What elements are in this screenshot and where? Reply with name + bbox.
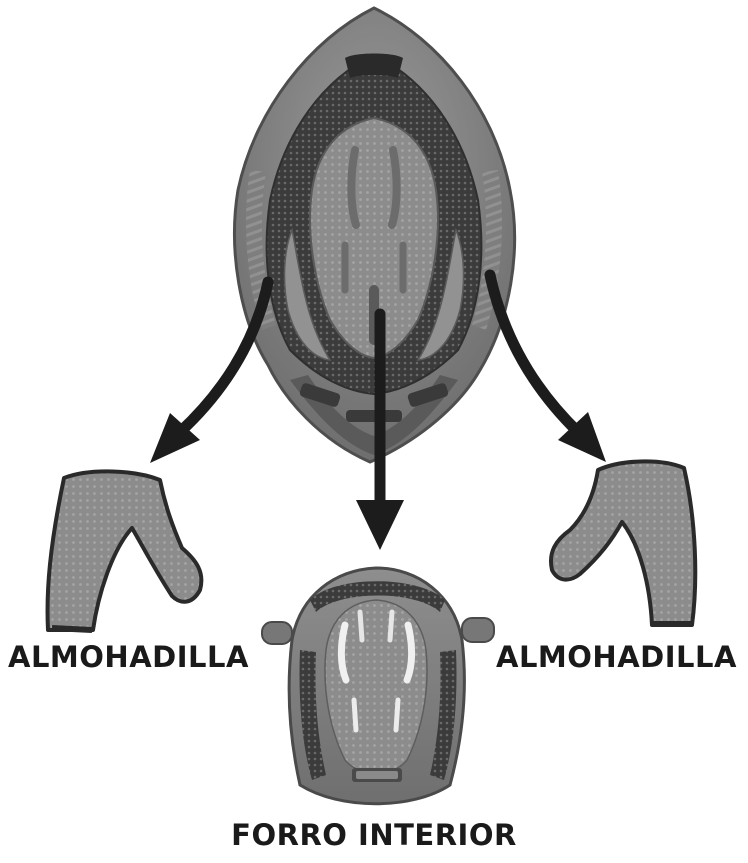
arrows: [150, 275, 606, 550]
inner-liner: [262, 568, 494, 804]
label-almohadilla-right: ALMOHADILLA: [496, 640, 737, 674]
arrow-center-head: [356, 500, 404, 550]
cheek-pad-left: [48, 471, 202, 630]
label-forro-interior: FORRO INTERIOR: [0, 818, 748, 852]
label-almohadilla-left: ALMOHADILLA: [8, 640, 249, 674]
cheek-pad-right: [551, 461, 695, 625]
